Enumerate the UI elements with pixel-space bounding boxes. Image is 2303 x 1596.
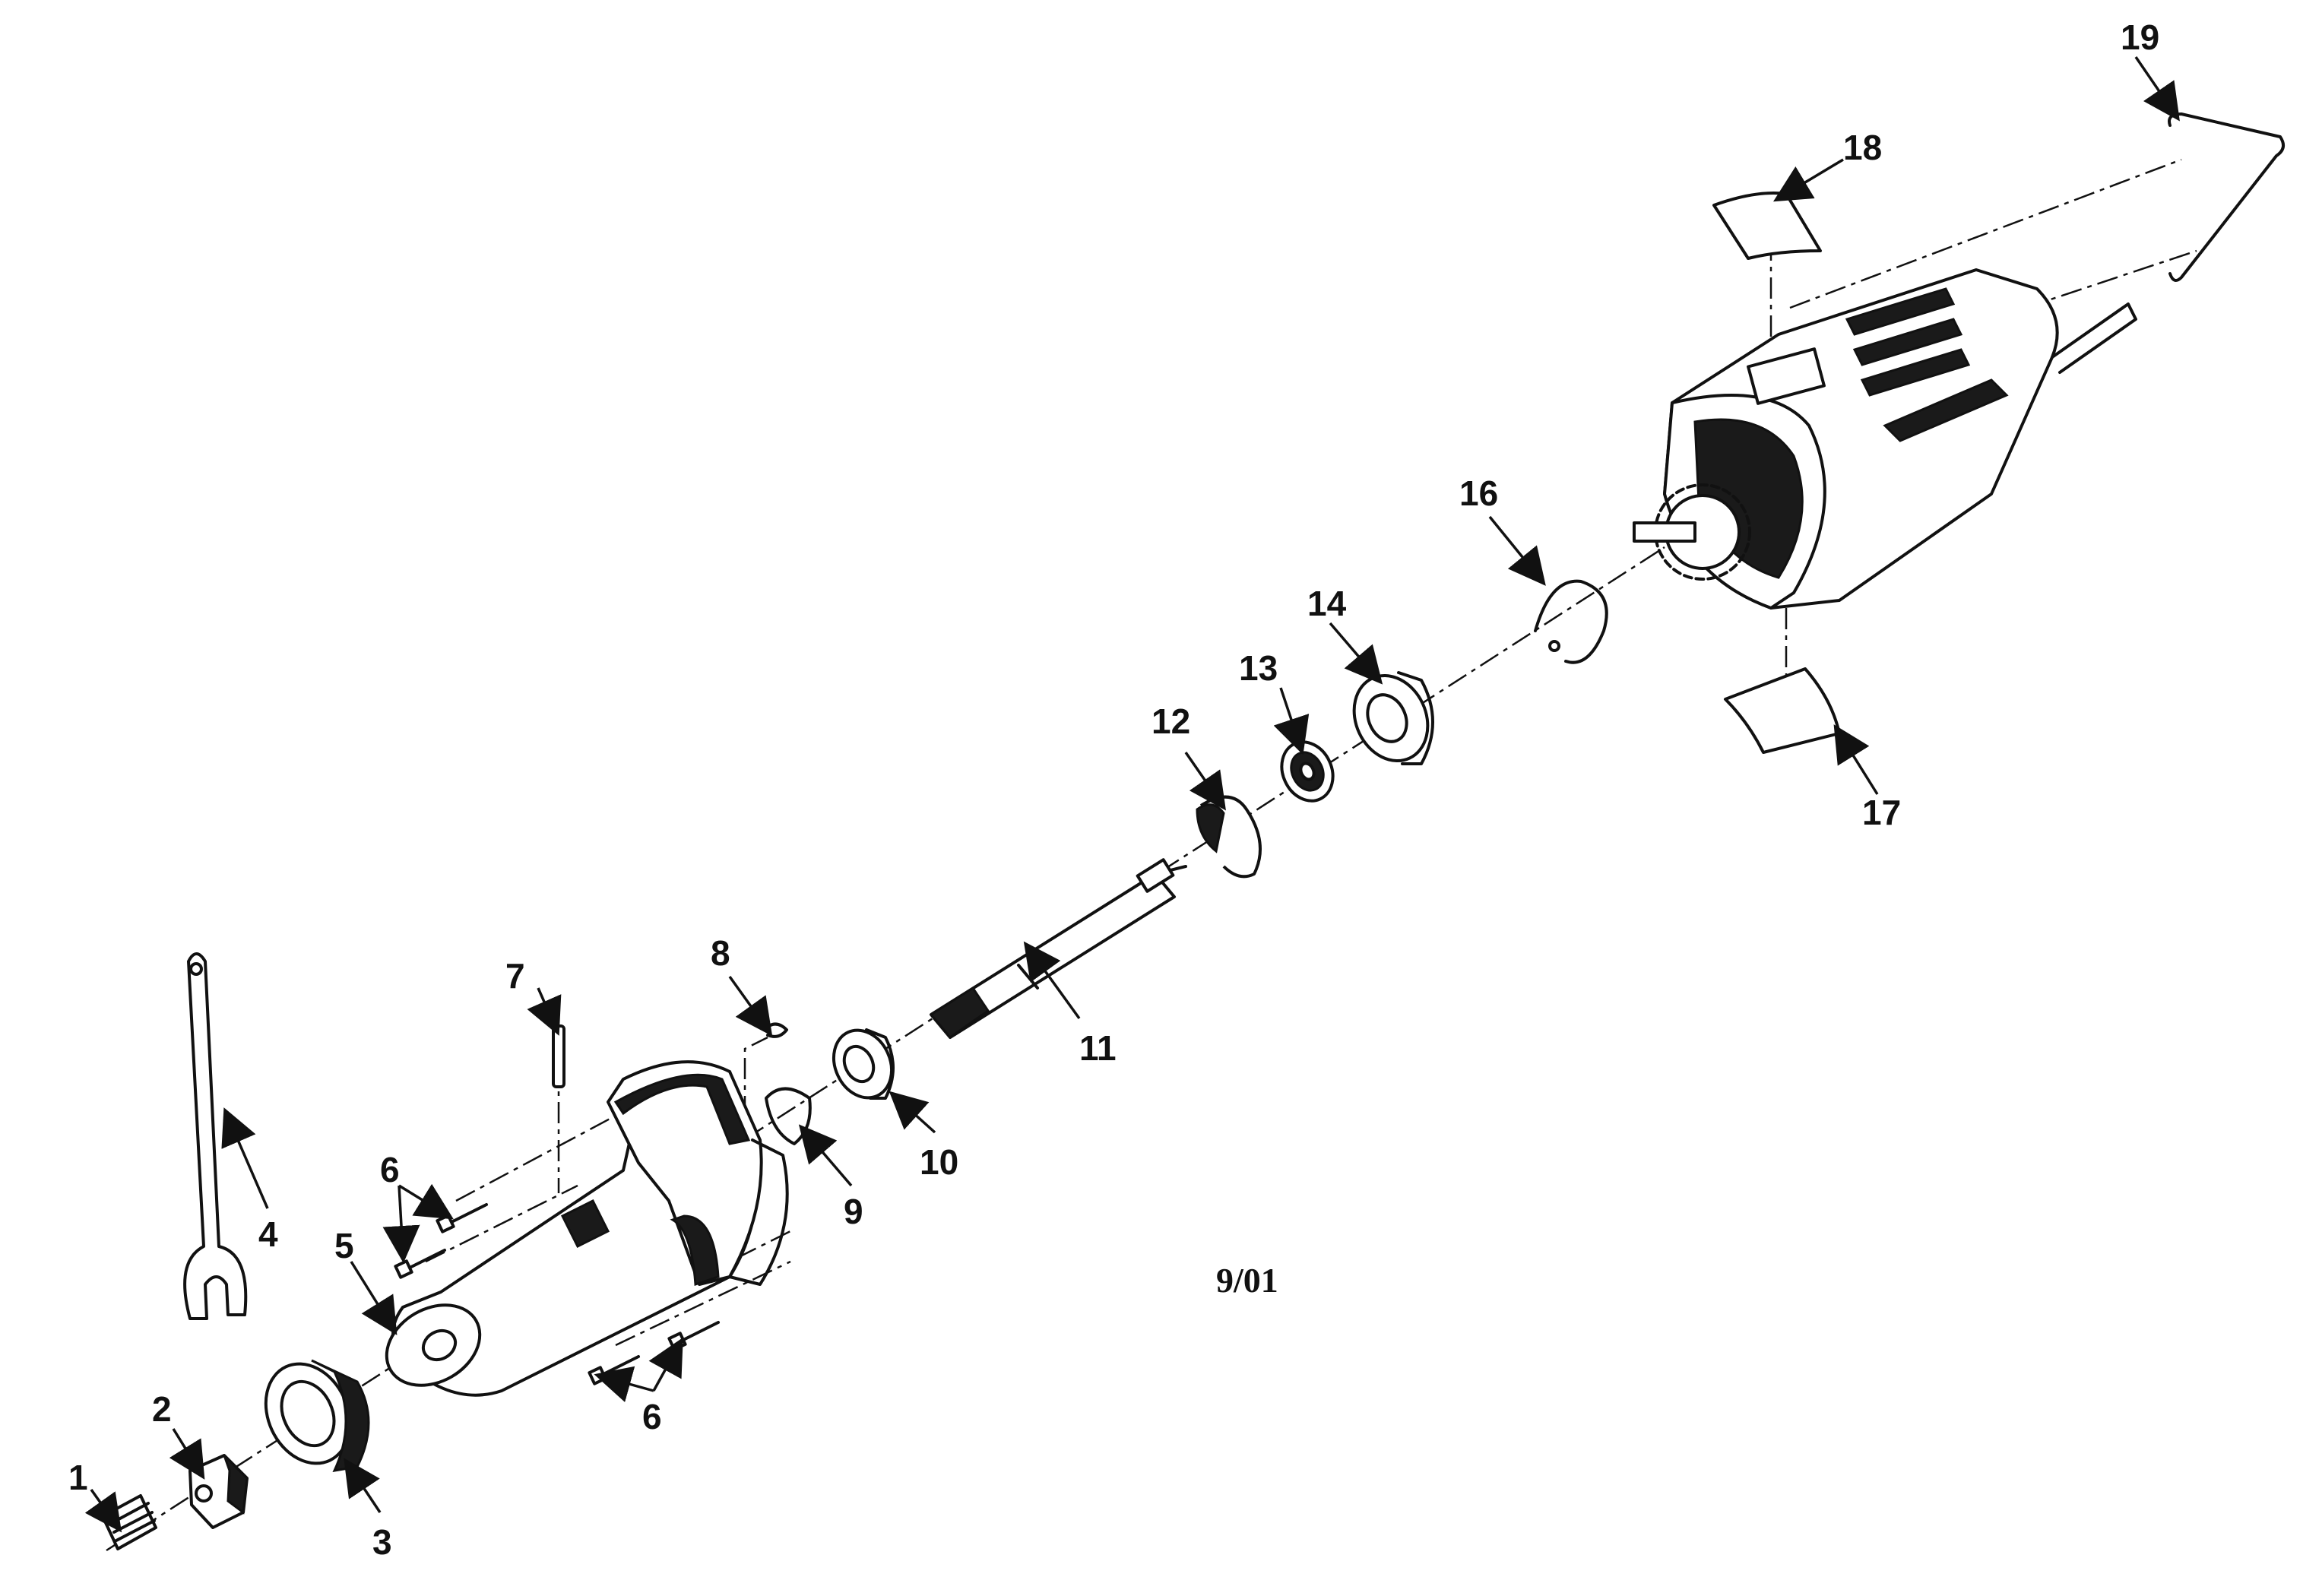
part-3-nut-ring bbox=[264, 1359, 370, 1472]
part-16-retaining-ring bbox=[1534, 579, 1608, 664]
callout-8: 8 bbox=[711, 933, 730, 973]
callout-14: 14 bbox=[1307, 584, 1347, 623]
part-14-ring bbox=[1352, 671, 1434, 765]
part-18-label bbox=[1712, 192, 1822, 260]
part-17-label bbox=[1724, 667, 1841, 754]
part-19-cord-clip bbox=[2168, 112, 2285, 282]
part-10-bearing bbox=[832, 1028, 895, 1100]
callout-16: 16 bbox=[1459, 473, 1498, 513]
part-12-shell bbox=[1196, 795, 1262, 879]
callout-labels: 1 2 3 4 5 6 6 7 8 9 10 11 12 13 14 16 17… bbox=[68, 17, 2159, 1562]
callout-11: 11 bbox=[1079, 1028, 1117, 1068]
callout-3: 3 bbox=[372, 1522, 392, 1562]
callout-13: 13 bbox=[1239, 648, 1278, 688]
callout-7: 7 bbox=[505, 956, 525, 996]
date-code: 9/01 bbox=[1216, 1261, 1278, 1300]
leader-lines bbox=[84, 56, 2180, 1533]
callout-5: 5 bbox=[334, 1226, 354, 1265]
callout-2: 2 bbox=[152, 1389, 172, 1429]
part-9-gasket bbox=[765, 1087, 812, 1145]
part-7-pin bbox=[552, 1024, 565, 1088]
part-13-bearing bbox=[1280, 740, 1335, 803]
callout-6-upper: 6 bbox=[380, 1150, 400, 1189]
callout-18: 18 bbox=[1843, 128, 1882, 167]
callout-6-lower: 6 bbox=[642, 1397, 662, 1436]
callout-12: 12 bbox=[1152, 701, 1190, 741]
callout-10: 10 bbox=[920, 1142, 958, 1182]
part-8-clip bbox=[762, 1022, 788, 1038]
callout-9: 9 bbox=[844, 1192, 863, 1231]
part-4-wrench bbox=[183, 952, 248, 1320]
callout-4: 4 bbox=[258, 1214, 278, 1254]
callout-17: 17 bbox=[1862, 793, 1901, 832]
part-11-shaft bbox=[929, 858, 1187, 1040]
part-1-collet bbox=[101, 1494, 157, 1550]
callout-19: 19 bbox=[2121, 17, 2159, 57]
part-5-housing bbox=[385, 1060, 789, 1397]
callout-1: 1 bbox=[68, 1458, 88, 1497]
motor-housing bbox=[1633, 268, 2137, 610]
